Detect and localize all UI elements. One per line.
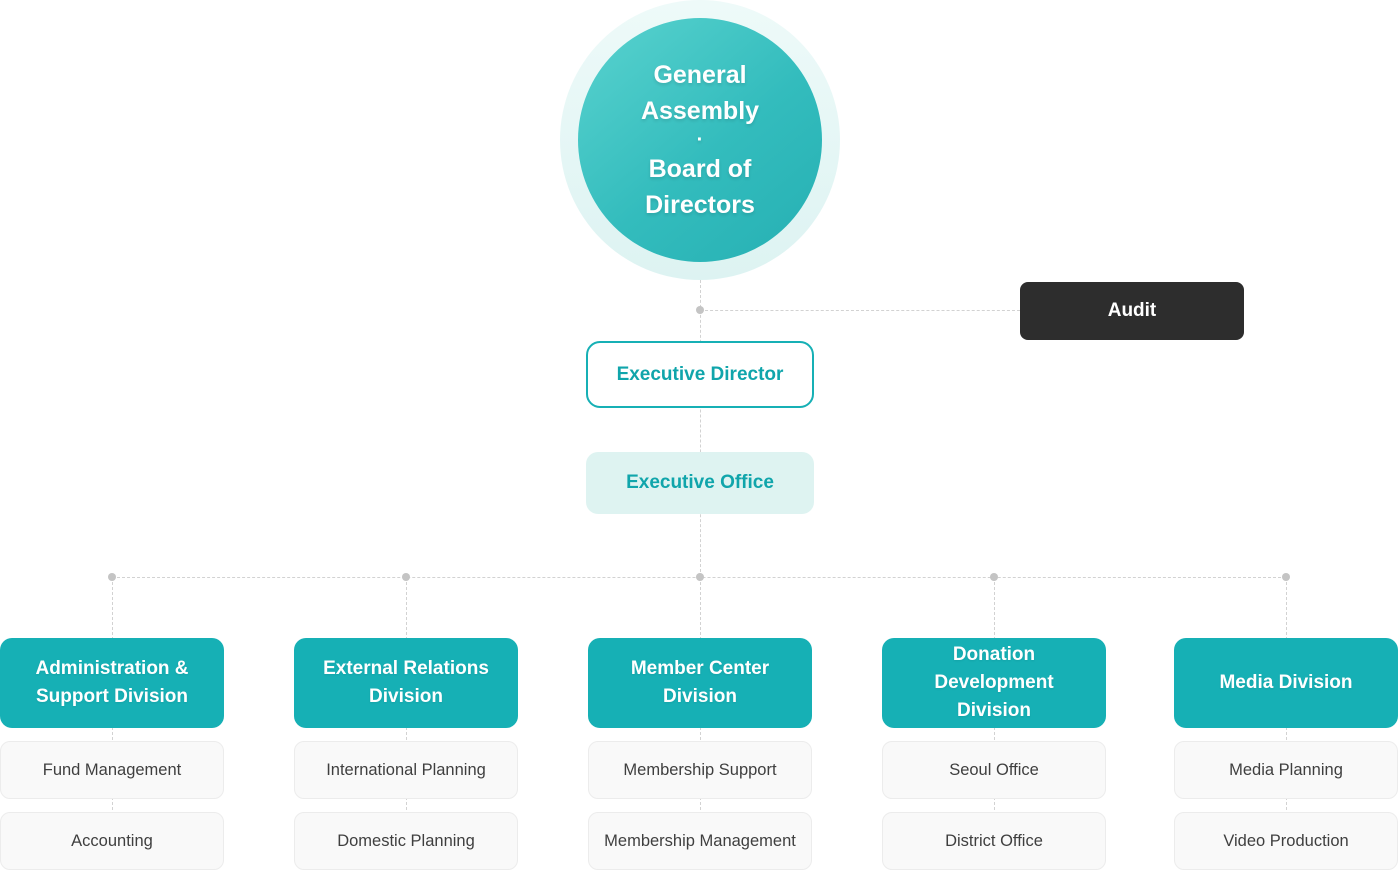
audit-node: Audit — [1020, 282, 1244, 340]
department-item: Media Planning — [1174, 741, 1398, 799]
connector-dot — [402, 573, 410, 581]
executive-director-label: Executive Director — [616, 363, 784, 385]
connector-dot — [696, 573, 704, 581]
connector-dot — [696, 306, 704, 314]
division-header: Media Division — [1174, 638, 1398, 728]
department-item: District Office — [882, 812, 1106, 870]
division-header: Donation Development Division — [882, 638, 1106, 728]
connector-root-vertical — [700, 280, 701, 577]
division-header: Member Center Division — [588, 638, 812, 728]
department-item: Video Production — [1174, 812, 1398, 870]
division-column-member-center: Member Center Division Membership Suppor… — [588, 638, 812, 870]
connector-audit-horizontal — [700, 310, 1020, 311]
department-item: Accounting — [0, 812, 224, 870]
connector-dot — [990, 573, 998, 581]
root-node-separator-dot: · — [696, 129, 704, 151]
division-header: External Relations Division — [294, 638, 518, 728]
audit-label: Audit — [1107, 300, 1157, 321]
department-item: Domestic Planning — [294, 812, 518, 870]
executive-director-node: Executive Director — [586, 341, 814, 408]
division-column-administration-support: Administration & Support Division Fund M… — [0, 638, 224, 870]
department-item: International Planning — [294, 741, 518, 799]
root-node-label-top: General Assembly — [640, 61, 760, 125]
executive-office-node: Executive Office — [586, 452, 814, 514]
division-header: Administration & Support Division — [0, 638, 224, 728]
department-item: Fund Management — [0, 741, 224, 799]
root-node-label-bottom: Board of Directors — [645, 155, 755, 219]
root-node: General Assembly · Board of Directors — [578, 18, 822, 262]
root-node-halo: General Assembly · Board of Directors — [560, 0, 840, 280]
connector-dot — [1282, 573, 1290, 581]
executive-office-label: Executive Office — [626, 472, 774, 493]
division-column-donation-development: Donation Development Division Seoul Offi… — [882, 638, 1106, 870]
department-item: Seoul Office — [882, 741, 1106, 799]
department-item: Membership Support — [588, 741, 812, 799]
connector-dot — [108, 573, 116, 581]
division-column-external-relations: External Relations Division Internationa… — [294, 638, 518, 870]
division-column-media: Media Division Media Planning Video Prod… — [1174, 638, 1398, 870]
department-item: Membership Management — [588, 812, 812, 870]
